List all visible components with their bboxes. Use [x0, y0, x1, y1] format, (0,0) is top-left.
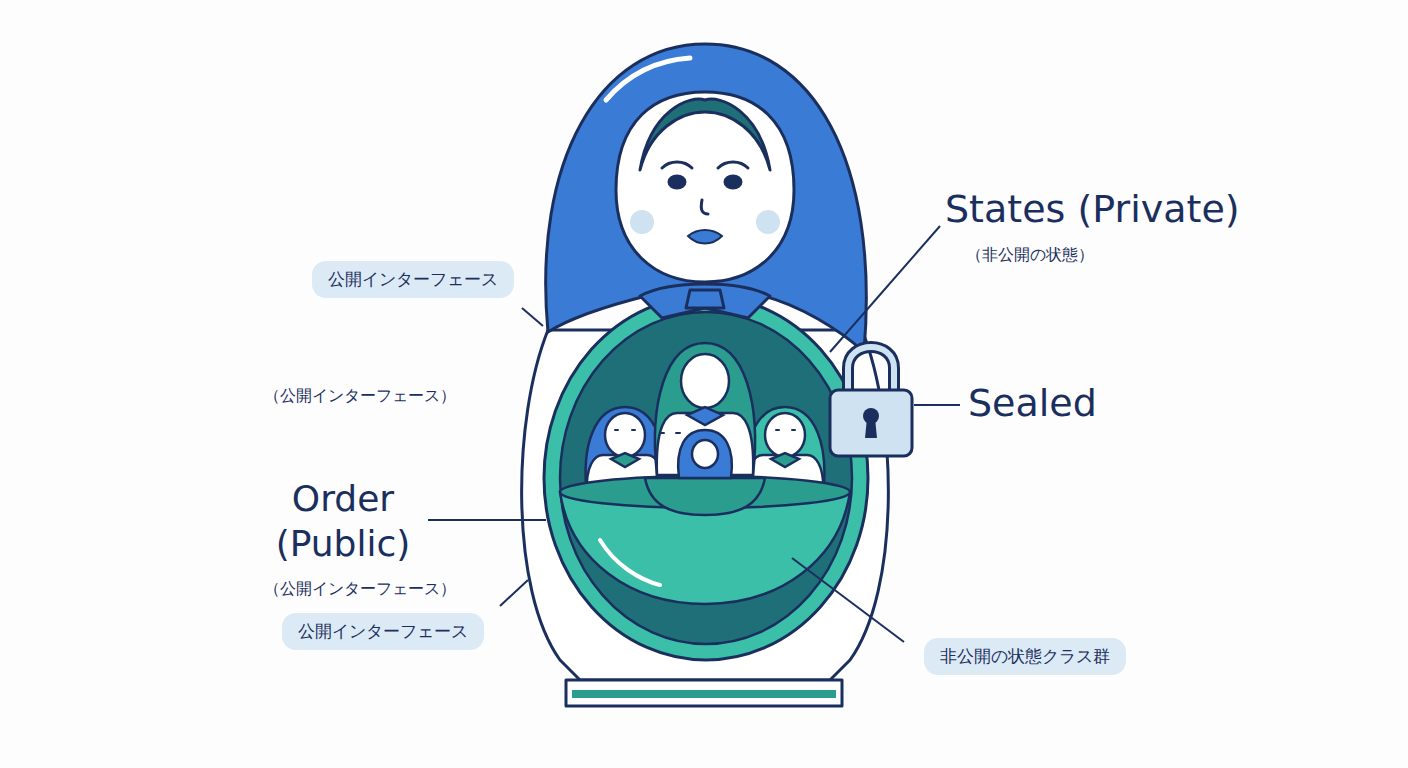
label-pill: 公開インターフェース	[282, 613, 484, 650]
doll-base	[566, 680, 842, 706]
inner-ring	[544, 296, 868, 660]
heading-label: Sealed	[968, 380, 1097, 428]
doll-face	[616, 92, 794, 282]
pill-text: 公開インターフェース	[328, 269, 498, 289]
doll-hood	[546, 44, 867, 352]
note-label: （公開インターフェース）	[264, 579, 456, 599]
heading-label: States (Private)	[945, 186, 1240, 234]
pill-text: 公開インターフェース	[298, 621, 468, 641]
note-label: （公開インターフェース）	[264, 386, 456, 406]
note-label: （非公開の状態）	[966, 245, 1094, 265]
pill-text: 非公開の状態クラス群	[940, 646, 1110, 666]
doll-scarf	[640, 284, 770, 318]
label-pill: 非公開の状態クラス群	[924, 638, 1126, 675]
padlock	[830, 347, 912, 456]
heading-label: Order (Public)	[243, 476, 443, 566]
label-pill: 公開インターフェース	[312, 261, 514, 298]
nested-dolls	[560, 343, 850, 604]
